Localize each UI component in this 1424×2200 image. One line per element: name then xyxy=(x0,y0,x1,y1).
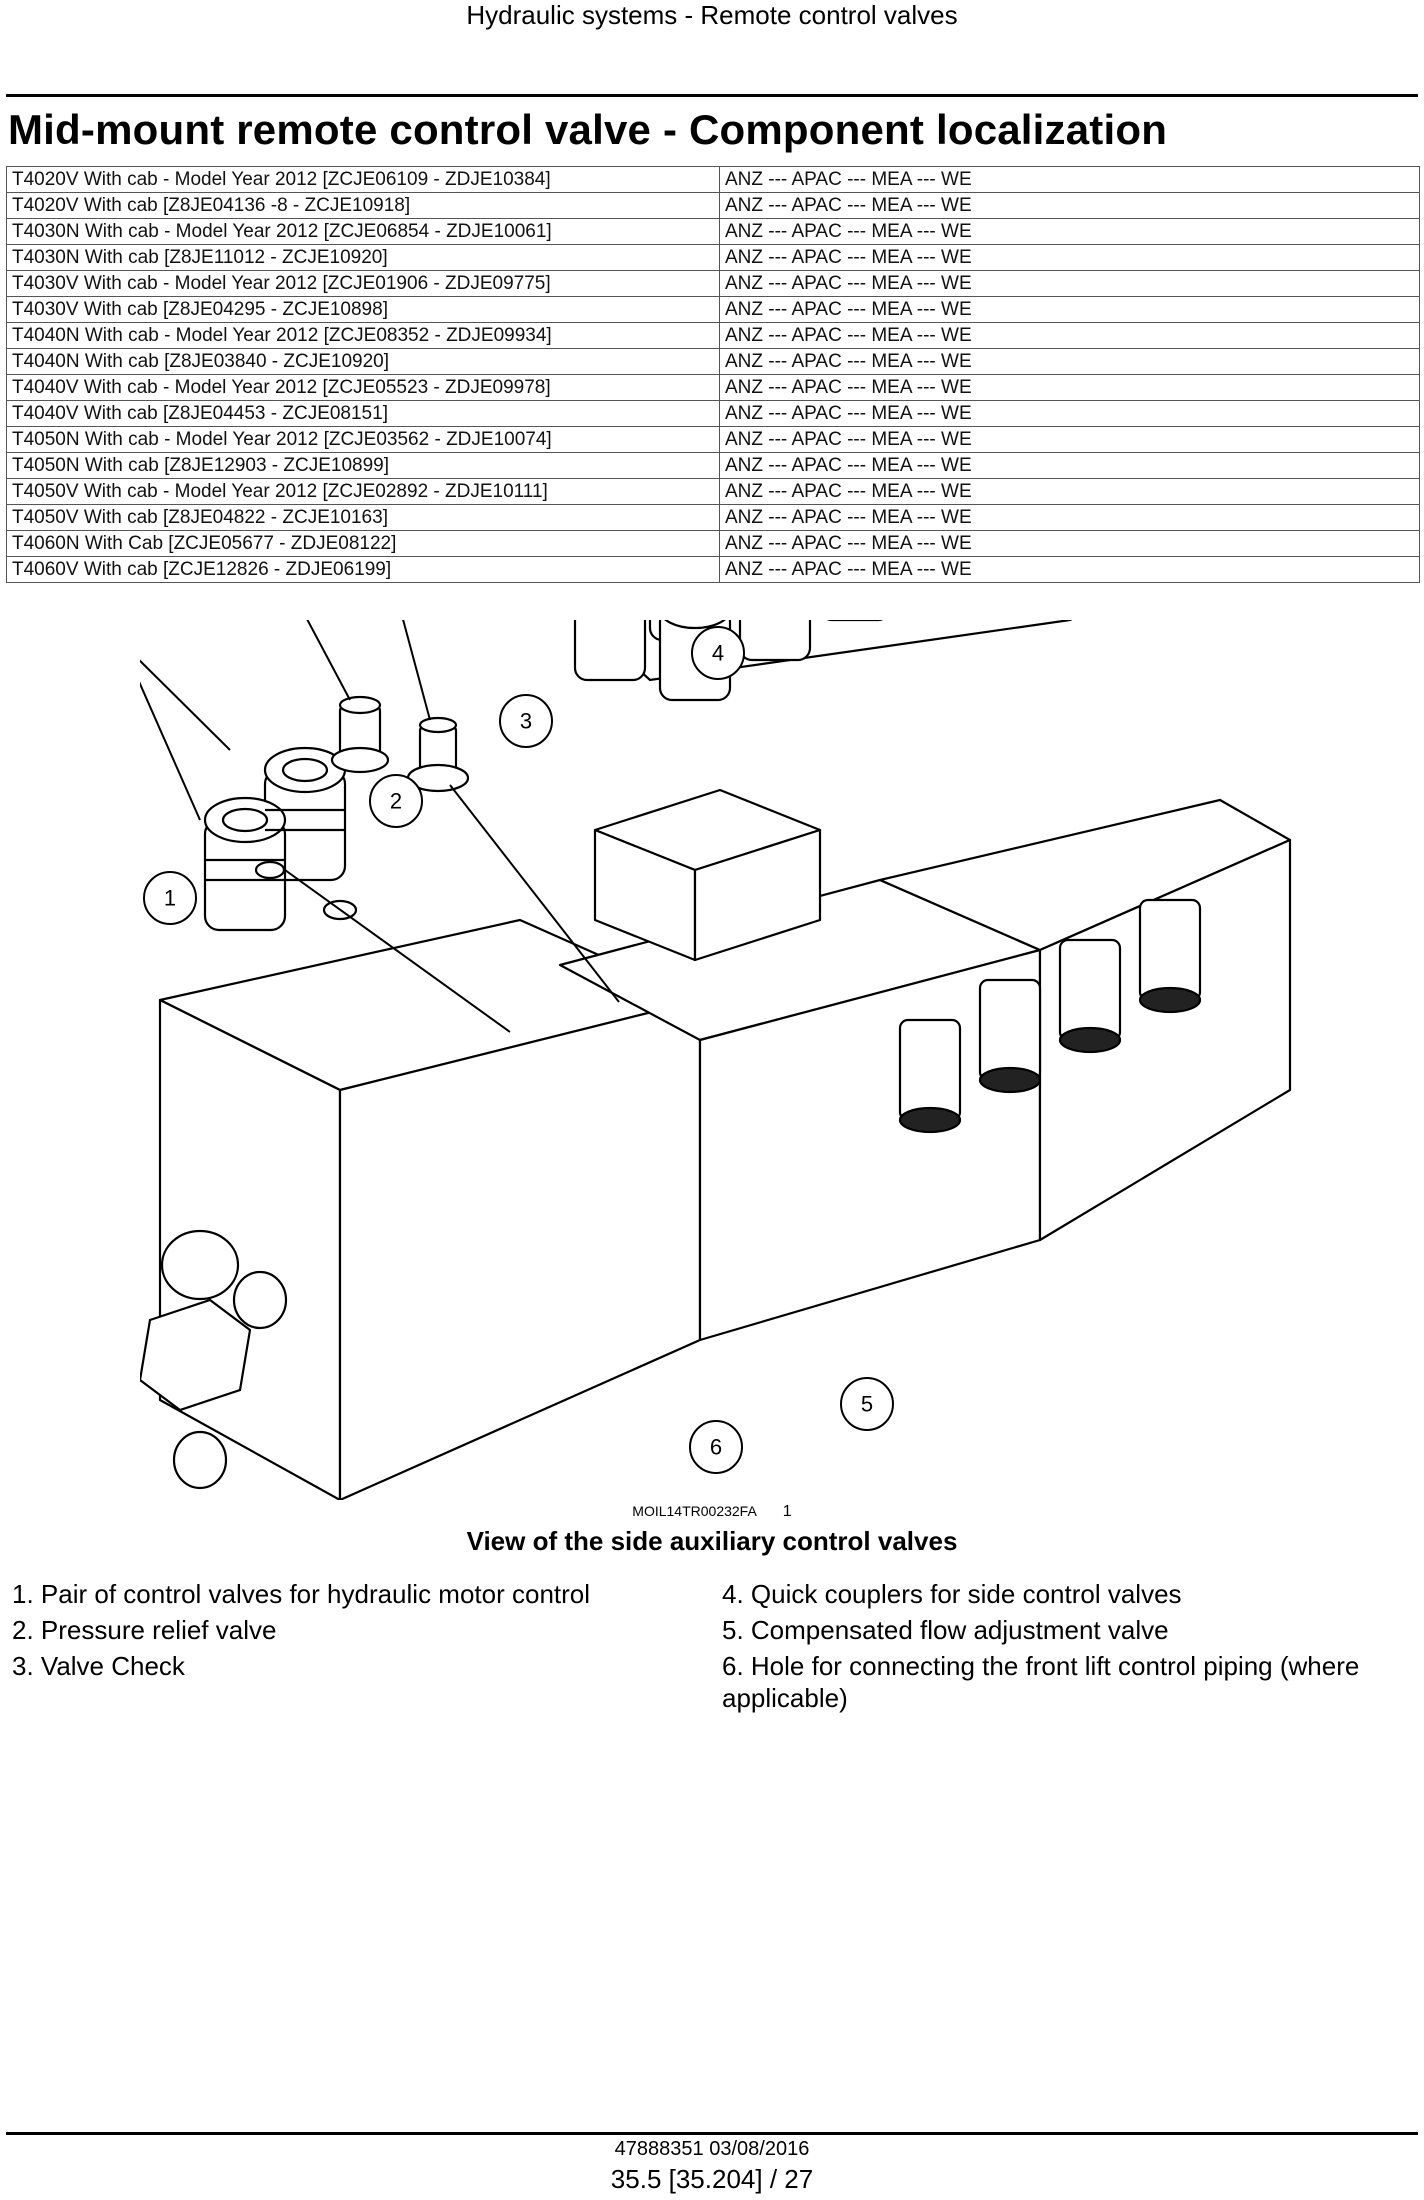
page-title: Mid-mount remote control valve - Compone… xyxy=(8,106,1168,153)
model-cell: T4050V With cab - Model Year 2012 [ZCJE0… xyxy=(6,478,720,505)
figure-number: 1 xyxy=(782,1503,792,1520)
applicability-row: T4020V With cab [Z8JE04136 -8 - ZCJE1091… xyxy=(6,192,1420,219)
applicability-row: T4050V With cab - Model Year 2012 [ZCJE0… xyxy=(6,478,1420,505)
applicability-row: T4030N With cab [Z8JE11012 - ZCJE10920]A… xyxy=(6,244,1420,271)
check-valve xyxy=(406,716,470,793)
markets-cell: ANZ --- APAC --- MEA --- WE xyxy=(719,322,1420,349)
model-cell: T4060N With Cab [ZCJE05677 - ZDJE08122] xyxy=(6,530,720,557)
figure-caption: View of the side auxiliary control valve… xyxy=(466,1526,958,1556)
running-header: Hydraulic systems - Remote control valve… xyxy=(466,0,958,30)
model-cell: T4050V With cab [Z8JE04822 - ZCJE10163] xyxy=(6,504,720,531)
markets-cell: ANZ --- APAC --- MEA --- WE xyxy=(719,426,1420,453)
model-cell: T4020V With cab [Z8JE04136 -8 - ZCJE1091… xyxy=(6,192,720,219)
markets-cell: ANZ --- APAC --- MEA --- WE xyxy=(719,478,1420,505)
markets-cell: ANZ --- APAC --- MEA --- WE xyxy=(719,504,1420,531)
markets-cell: ANZ --- APAC --- MEA --- WE xyxy=(719,192,1420,219)
markets-cell: ANZ --- APAC --- MEA --- WE xyxy=(719,452,1420,479)
model-cell: T4030N With cab [Z8JE11012 - ZCJE10920] xyxy=(6,244,720,271)
model-cell: T4040N With cab - Model Year 2012 [ZCJE0… xyxy=(6,322,720,349)
applicability-row: T4060V With cab [ZCJE12826 - ZDJE06199]A… xyxy=(6,556,1420,583)
model-cell: T4030V With cab [Z8JE04295 - ZCJE10898] xyxy=(6,296,720,323)
markets-cell: ANZ --- APAC --- MEA --- WE xyxy=(719,348,1420,375)
applicability-row: T4030V With cab [Z8JE04295 - ZCJE10898]A… xyxy=(6,296,1420,323)
applicability-row: T4020V With cab - Model Year 2012 [ZCJE0… xyxy=(6,166,1420,193)
figure-code-text: MOIL14TR00232FA xyxy=(632,1503,757,1519)
motor-control-couplers xyxy=(203,746,347,932)
markets-cell: ANZ --- APAC --- MEA --- WE xyxy=(719,218,1420,245)
model-cell: T4040N With cab [Z8JE03840 - ZCJE10920] xyxy=(6,348,720,375)
document-id: 47888351 03/08/2016 xyxy=(614,2138,810,2160)
applicability-row: T4060N With Cab [ZCJE05677 - ZDJE08122]A… xyxy=(6,530,1420,557)
model-cell: T4030V With cab - Model Year 2012 [ZCJE0… xyxy=(6,270,720,297)
top-divider xyxy=(6,94,1418,97)
applicability-table: T4020V With cab - Model Year 2012 [ZCJE0… xyxy=(6,166,1420,583)
markets-cell: ANZ --- APAC --- MEA --- WE xyxy=(719,166,1420,193)
model-cell: T4060V With cab [ZCJE12826 - ZDJE06199] xyxy=(6,556,720,583)
applicability-row: T4040V With cab - Model Year 2012 [ZCJE0… xyxy=(6,374,1420,401)
pressure-relief-valve xyxy=(330,695,390,774)
model-cell: T4030N With cab - Model Year 2012 [ZCJE0… xyxy=(6,218,720,245)
legend-item: 4. Quick couplers for side control valve… xyxy=(722,1579,1182,1609)
markets-cell: ANZ --- APAC --- MEA --- WE xyxy=(719,270,1420,297)
model-cell: T4020V With cab - Model Year 2012 [ZCJE0… xyxy=(6,166,720,193)
applicability-row: T4050N With cab - Model Year 2012 [ZCJE0… xyxy=(6,426,1420,453)
legend-right: 4. Quick couplers for side control valve… xyxy=(722,1578,1412,1718)
valve-illustration xyxy=(140,620,1292,1500)
applicability-row: T4030V With cab - Model Year 2012 [ZCJE0… xyxy=(6,270,1420,297)
legend-item: 3. Valve Check xyxy=(12,1651,185,1681)
markets-cell: ANZ --- APAC --- MEA --- WE xyxy=(719,374,1420,401)
applicability-row: T4030N With cab - Model Year 2012 [ZCJE0… xyxy=(6,218,1420,245)
legend-item: 2. Pressure relief valve xyxy=(12,1615,277,1645)
legend-item: 5. Compensated flow adjustment valve xyxy=(722,1615,1169,1645)
applicability-row: T4040V With cab [Z8JE04453 - ZCJE08151]A… xyxy=(6,400,1420,427)
applicability-row: T4040N With cab - Model Year 2012 [ZCJE0… xyxy=(6,322,1420,349)
markets-cell: ANZ --- APAC --- MEA --- WE xyxy=(719,296,1420,323)
model-cell: T4040V With cab - Model Year 2012 [ZCJE0… xyxy=(6,374,720,401)
applicability-row: T4050V With cab [Z8JE04822 - ZCJE10163]A… xyxy=(6,504,1420,531)
bottom-divider xyxy=(6,2132,1418,2135)
figure-code: MOIL14TR00232FA 1 xyxy=(0,1503,1424,1521)
side-quick-couplers xyxy=(573,620,1072,702)
model-cell: T4050N With cab [Z8JE12903 - ZCJE10899] xyxy=(6,452,720,479)
applicability-row: T4050N With cab [Z8JE12903 - ZCJE10899]A… xyxy=(6,452,1420,479)
markets-cell: ANZ --- APAC --- MEA --- WE xyxy=(719,400,1420,427)
markets-cell: ANZ --- APAC --- MEA --- WE xyxy=(719,530,1420,557)
applicability-row: T4040N With cab [Z8JE03840 - ZCJE10920]A… xyxy=(6,348,1420,375)
markets-cell: ANZ --- APAC --- MEA --- WE xyxy=(719,556,1420,583)
legend-item: 1. Pair of control valves for hydraulic … xyxy=(12,1579,591,1609)
legend-item: 6. Hole for connecting the front lift co… xyxy=(722,1651,1360,1713)
model-cell: T4050N With cab - Model Year 2012 [ZCJE0… xyxy=(6,426,720,453)
page-number: 35.5 [35.204] / 27 xyxy=(610,2164,814,2194)
markets-cell: ANZ --- APAC --- MEA --- WE xyxy=(719,244,1420,271)
model-cell: T4040V With cab [Z8JE04453 - ZCJE08151] xyxy=(6,400,720,427)
legend-left: 1. Pair of control valves for hydraulic … xyxy=(12,1578,702,1686)
